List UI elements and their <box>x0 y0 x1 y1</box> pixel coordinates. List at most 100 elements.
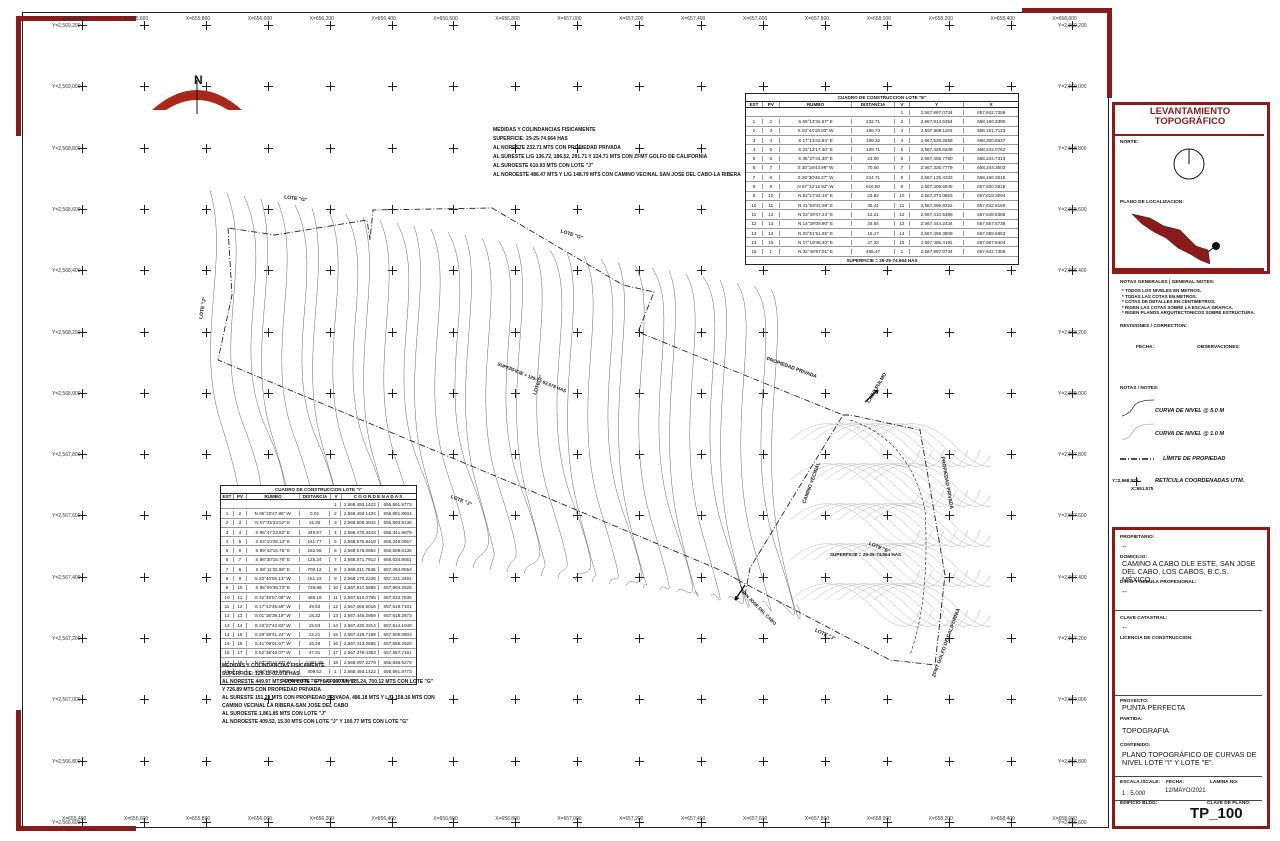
grid-cross-icon <box>944 450 954 460</box>
grid-cross-icon <box>449 388 459 398</box>
grid-y-label: Y=2,567,800 <box>1058 452 1087 459</box>
table-cell: 14 <box>234 622 247 628</box>
table-cell: 2,567,428.6208 <box>910 146 965 152</box>
grid-cross-icon <box>201 634 211 643</box>
grid-cross-icon <box>1068 21 1078 30</box>
grid-x-label: X=655,400 <box>62 816 87 822</box>
table-cell: 657,618.3094 <box>977 193 1006 199</box>
grid-y-label: Y=2,568,400 <box>1058 268 1087 275</box>
grid-cross-icon <box>882 817 892 827</box>
grid-cross-icon <box>201 572 211 582</box>
table-cell: 16 <box>221 650 234 656</box>
grid-x-label: X=656,000 <box>247 16 273 22</box>
grid-cross-icon <box>573 21 583 30</box>
table-cell: 2,567,444.2434 <box>910 221 965 227</box>
table-cell: 14 <box>746 239 763 245</box>
clave-label: CLAVE DE PLANO: <box>1207 801 1251 806</box>
grid-y-label: Y=2,568,000 <box>1058 390 1087 397</box>
table-e-title: CUADRO DE CONSTRUCCION LOTE "E" <box>746 94 1018 102</box>
table-cell: 4 <box>330 529 342 535</box>
grid-cross-icon <box>325 327 335 337</box>
table-cell: 14 <box>330 622 342 628</box>
table-cell: 15.22 <box>300 613 331 619</box>
grid-cross-icon <box>78 695 87 705</box>
table-cell: 2,568,170.2235 <box>341 576 380 582</box>
grid-cross-icon <box>882 572 892 582</box>
table-cell: 4 <box>221 538 234 544</box>
contour-line-dense <box>873 463 990 507</box>
contour-line-dense <box>825 543 957 587</box>
grid-cross-icon <box>201 82 211 92</box>
contour-line-dense <box>837 503 969 547</box>
grid-cross-icon <box>263 266 273 276</box>
table-cell: 16.48 <box>300 641 331 647</box>
contour-line-dense <box>801 463 933 507</box>
norte-label: NORTE: <box>1120 140 1139 145</box>
table-cell: 12 <box>221 613 234 619</box>
contour-line <box>719 279 750 608</box>
grid-cross-icon <box>511 266 521 276</box>
grid-cross-icon <box>697 21 706 30</box>
table-cell: 2,567,410.5389 <box>910 211 965 217</box>
grid-cross-icon <box>325 204 335 214</box>
grid-cross-icon <box>573 204 583 214</box>
table-cell: 8 <box>234 566 247 572</box>
table-cell: 15.17 <box>852 230 895 236</box>
grid-cross-icon <box>1068 572 1078 582</box>
contour-line-dense <box>873 423 990 467</box>
grid-cross-icon <box>944 572 954 582</box>
note-line: * COTAS DE DETALLES EN CENTIMETROS. <box>1122 299 1216 304</box>
table-cell: 2,567,445.2859 <box>341 613 380 619</box>
grid-cross-icon <box>1006 21 1016 30</box>
grid-x-label: X=658,200 <box>928 16 953 22</box>
contour-line-dense <box>813 543 945 587</box>
table-cell: 657,657.6738 <box>977 221 1006 227</box>
grid-cross-icon <box>820 572 830 582</box>
grid-y-label: Y=2,569,000 <box>1058 84 1087 91</box>
grid-cross-icon <box>820 756 830 766</box>
grid-cross-icon <box>820 21 830 30</box>
grid-cross-icon <box>758 756 768 766</box>
grid-cross-icon <box>758 511 768 521</box>
table-cell: 657,904.2826 <box>383 585 412 591</box>
contour-line <box>668 270 699 597</box>
divider-clave <box>1115 800 1262 801</box>
table-cell: 5 <box>234 538 247 544</box>
grid-cross-icon <box>325 450 335 460</box>
table-cell: 1,861.85 <box>300 659 331 665</box>
lamina-label: LAMINA NO: <box>1210 780 1239 785</box>
grid-cross-icon <box>78 327 87 337</box>
table-cell: 6 <box>895 156 910 162</box>
table-cell: 7 <box>763 165 780 171</box>
contour-line-dense <box>801 583 933 627</box>
grid-cross-icon <box>139 388 149 398</box>
table-cell: 70.00 <box>852 165 895 171</box>
grid-x-label: X=657,600 <box>742 816 768 822</box>
grid-cross-icon <box>449 634 459 643</box>
table-cell: S 20°40'55.13" W <box>247 576 300 582</box>
table-cell: 1 <box>895 249 910 255</box>
table-cell: 186.73 <box>852 128 895 134</box>
grid-cross-icon <box>263 695 273 705</box>
table-cell: N 32°48'57.01" E <box>780 249 853 255</box>
table-cell: S 66°09'38.73" E <box>247 585 300 591</box>
contour-line-dense <box>849 463 981 507</box>
grid-x-label: X=656,200 <box>309 16 334 22</box>
contour-line <box>600 258 642 587</box>
contour-line-dense <box>825 503 957 547</box>
edificio-label: EDIFICIO BLDG: <box>1120 801 1158 806</box>
note-line: AL NORESTE 449.97 MTS CON LOTE "G", L/G … <box>222 679 434 685</box>
grid-cross-icon <box>882 695 892 705</box>
grid-cross-icon <box>139 450 149 460</box>
grid-cross-icon <box>697 327 706 337</box>
dro-label: D.R.O Y CEDULA PROFESIONAL: <box>1120 580 1197 585</box>
grid-cross-icon <box>201 450 211 460</box>
note-line: MEDIDAS Y COLINDANCIAS FISICAMENTE <box>493 127 596 133</box>
contour-line <box>464 234 495 571</box>
